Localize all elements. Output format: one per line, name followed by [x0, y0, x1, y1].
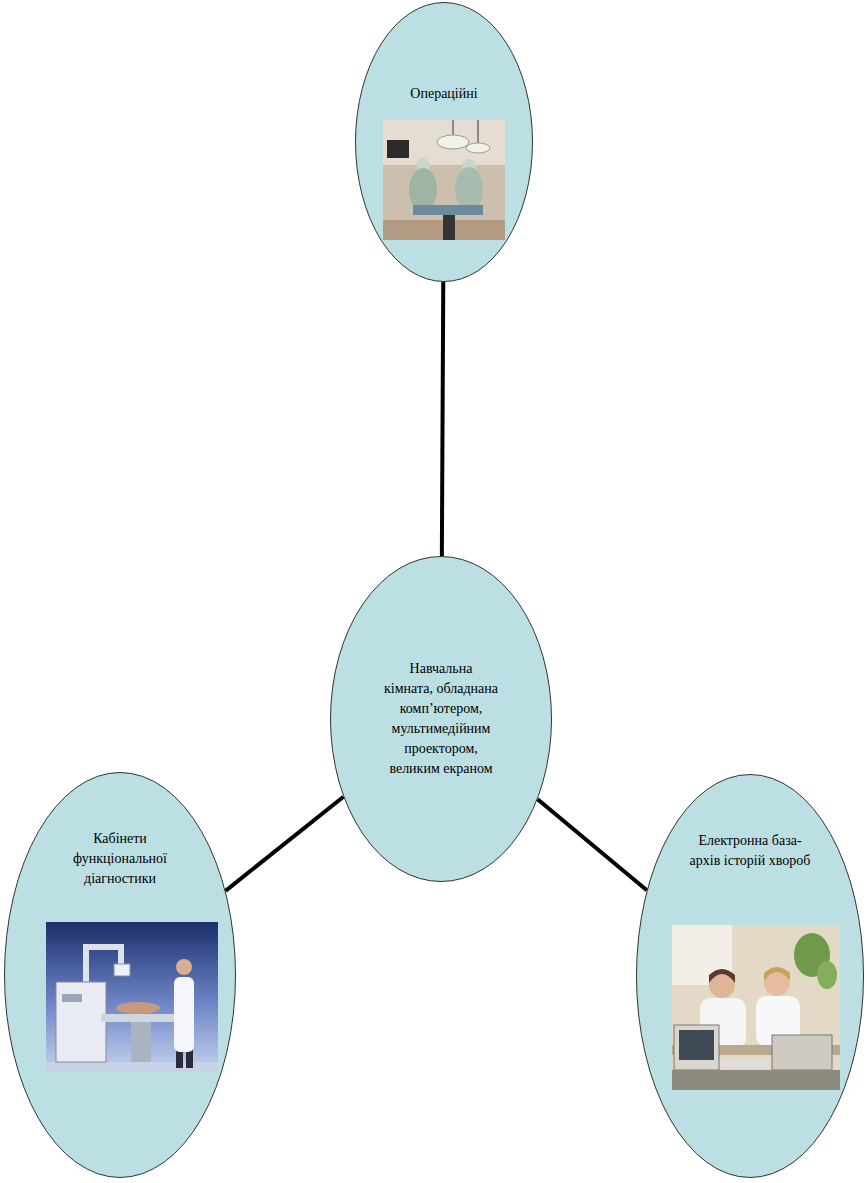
- connector-line: [538, 799, 647, 890]
- node-label: Електронна база-архів історій хвороб: [688, 831, 812, 871]
- ellipse-shape: [331, 557, 552, 882]
- ellipse-node: Операційні: [355, 2, 533, 282]
- node-photo: [383, 120, 505, 240]
- node-photo: [672, 925, 840, 1090]
- node-label: Кабінети функціональної діагностики: [50, 829, 190, 889]
- ellipse-shape: [356, 3, 533, 282]
- node-photo: [46, 922, 218, 1072]
- ellipse-node: Навчальна кімната, обладнана комп’ютером…: [330, 556, 552, 882]
- ellipse-node: Електронна база-архів історій хвороб: [636, 774, 864, 1178]
- ellipse-node: Кабінети функціональної діагностики: [4, 772, 236, 1178]
- ellipse-shape: [5, 773, 236, 1178]
- node-label: Навчальна кімната, обладнана комп’ютером…: [384, 659, 498, 779]
- ellipse-outline: [330, 556, 552, 882]
- ellipse-shape: [637, 775, 864, 1178]
- connector-line: [226, 797, 344, 891]
- connector-line: [442, 282, 443, 556]
- node-label: Операційні: [379, 84, 509, 104]
- ellipse-outline: [355, 2, 533, 282]
